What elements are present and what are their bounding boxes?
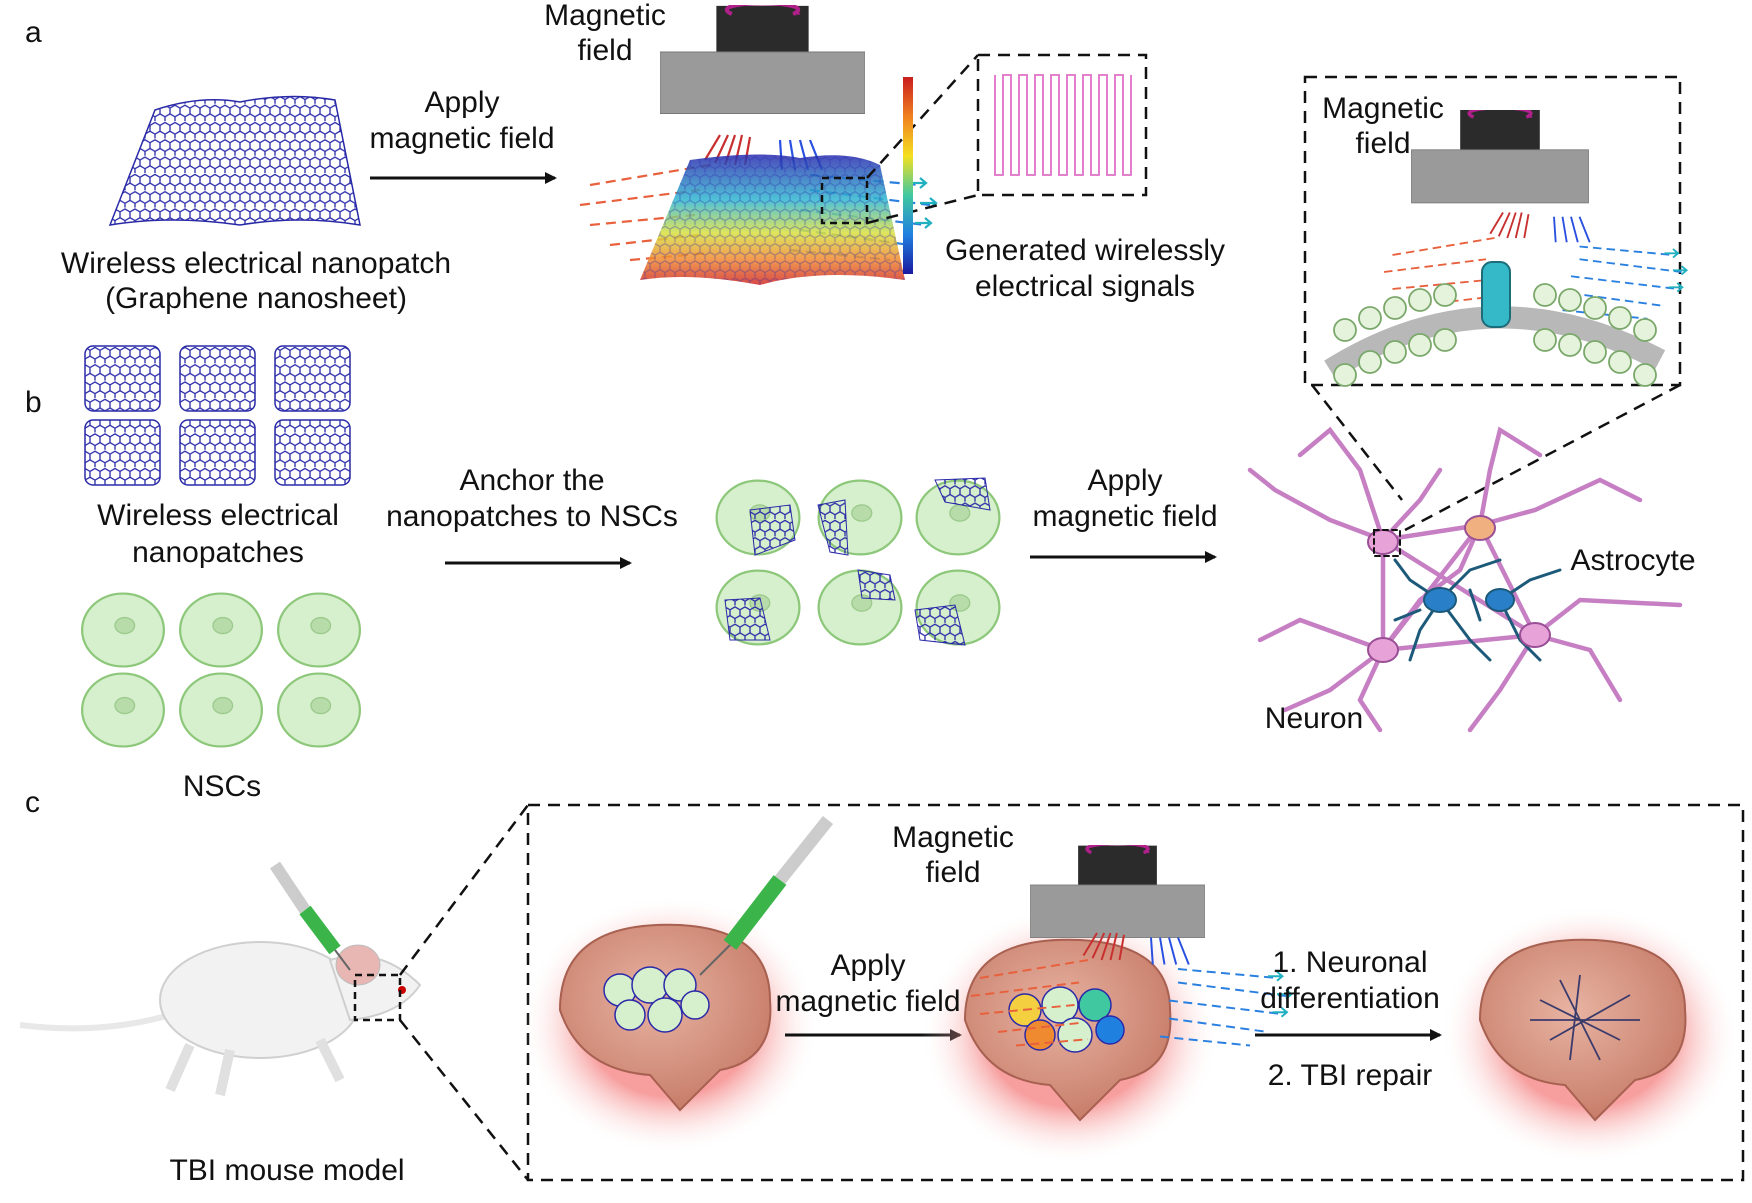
panel-c (19, 803, 1745, 1182)
lipid-bilayer (1324, 283, 1666, 387)
label-nanopatches-1: Wireless electrical (97, 499, 339, 532)
electrical-signal-trace (994, 74, 1132, 176)
brain-repaired (1440, 905, 1740, 1165)
label-inset-magnetic-field-1: Magnetic (1322, 92, 1444, 125)
panel-a (108, 3, 1148, 285)
panel-letter-b: b (25, 386, 42, 419)
procedure-box (526, 803, 1745, 1182)
brain-injection (520, 815, 834, 1155)
labels: a b c Magnetic field Apply magnetic fiel… (25, 0, 1696, 1187)
label-outcome-1b: differentiation (1260, 982, 1440, 1015)
nanopatch-grid (84, 345, 351, 486)
label-nanopatch-2: (Graphene nanosheet) (105, 282, 407, 315)
label-anchor-2: nanopatches to NSCs (386, 500, 678, 533)
label-nscs: NSCs (183, 770, 261, 803)
color-scale-bar (903, 77, 913, 274)
zoom-box-sheet (820, 176, 869, 225)
anchored-nsc-grid (715, 477, 1001, 646)
label-anchor-1: Anchor the (459, 464, 604, 497)
magnet-c (1030, 843, 1205, 937)
neuron-processes (1247, 426, 1683, 733)
brain-stimulation (920, 905, 1220, 1165)
label-apply-c-2: magnetic field (775, 985, 960, 1018)
label-apply-a-1: Apply (424, 86, 499, 119)
graphene-nanosheet (108, 95, 361, 226)
label-apply-c-1: Apply (830, 949, 905, 982)
label-mouse: TBI mouse model (169, 1154, 404, 1187)
syringe-small (270, 861, 351, 971)
label-outcome-2: 2. TBI repair (1268, 1059, 1433, 1092)
label-nanopatch-1: Wireless electrical nanopatch (61, 247, 451, 280)
panel-b (80, 345, 1683, 748)
label-signals-1: Generated wirelessly (945, 234, 1225, 267)
label-magnetic-field-c-1: Magnetic (892, 821, 1014, 854)
label-apply-a-2: magnetic field (369, 122, 554, 155)
magnet-a (660, 3, 865, 113)
label-nanopatches-2: nanopatches (132, 536, 304, 569)
label-neuron: Neuron (1265, 702, 1363, 735)
label-outcome-1a: 1. Neuronal (1272, 946, 1427, 979)
mouse (19, 941, 422, 1097)
neuron-somas (1367, 515, 1551, 663)
label-apply-b-1: Apply (1087, 464, 1162, 497)
label-signals-2: electrical signals (975, 270, 1195, 303)
astrocyte-somas (1423, 587, 1515, 613)
signal-box (976, 53, 1148, 197)
nsc-grid (80, 592, 362, 748)
label-magnetic-field-a-1: Magnetic (544, 0, 666, 32)
label-magnetic-field-a-2: field (577, 34, 632, 67)
panel-letter-c: c (25, 786, 40, 819)
neural-network (1247, 426, 1683, 733)
zoom-box-neuron (1373, 529, 1401, 557)
ion-channel (1481, 261, 1511, 328)
label-inset-magnetic-field-2: field (1355, 127, 1410, 160)
zoom-box-head (353, 973, 402, 1022)
panel-letter-a: a (25, 16, 42, 49)
label-astrocyte: Astrocyte (1570, 544, 1695, 577)
label-magnetic-field-c-2: field (925, 856, 980, 889)
label-apply-b-2: magnetic field (1032, 500, 1217, 533)
membrane-inset (1303, 75, 1688, 532)
